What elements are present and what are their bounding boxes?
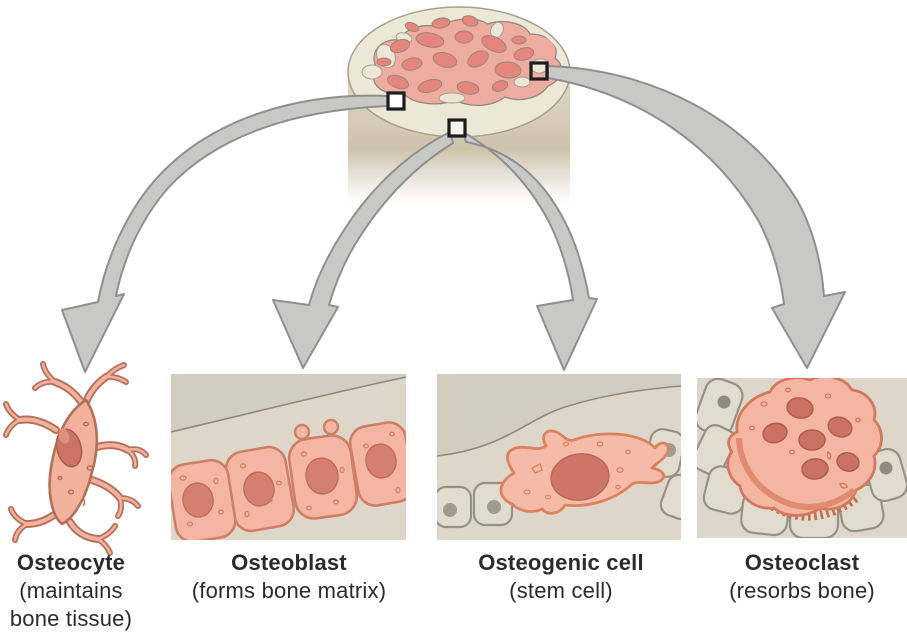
osteogenic-cell-illustration [437,374,681,540]
osteocyte-label: Osteocyte (maintains bone tissue) [0,549,146,633]
osteoclast-label: Osteoclast (resorbs bone) [684,549,907,605]
spongy-bone-marrow [361,15,562,106]
arrow-to-osteogenic-cell [462,131,598,371]
arrow-to-osteoclast [547,65,846,369]
osteoclast-illustration [697,378,907,538]
marker-square-osteocyte [386,91,406,111]
osteocyte-illustration [3,361,149,556]
osteoclast-name: Osteoclast [744,550,860,575]
marker-square-center [447,118,467,138]
marker-square-osteoclast [529,61,549,81]
osteogenic-cell-name: Osteogenic cell [478,550,644,575]
osteoblast-name: Osteoblast [231,550,347,575]
osteoblast-label: Osteoblast (forms bone matrix) [168,549,410,605]
osteocyte-description: (maintains bone tissue) [9,578,133,631]
osteoblast-illustration [171,374,406,540]
osteogenic-cell-nucleus [550,453,610,501]
arrow-to-osteoblast [272,131,454,369]
arrow-to-osteocyte [61,94,389,373]
osteoblast-description: (forms bone matrix) [191,578,387,603]
osteogenic-cell-description: (stem cell) [509,578,613,603]
osteocyte-name: Osteocyte [16,550,126,575]
osteoclast-description: (resorbs bone) [729,578,875,603]
osteogenic-cell-label: Osteogenic cell (stem cell) [441,549,681,605]
